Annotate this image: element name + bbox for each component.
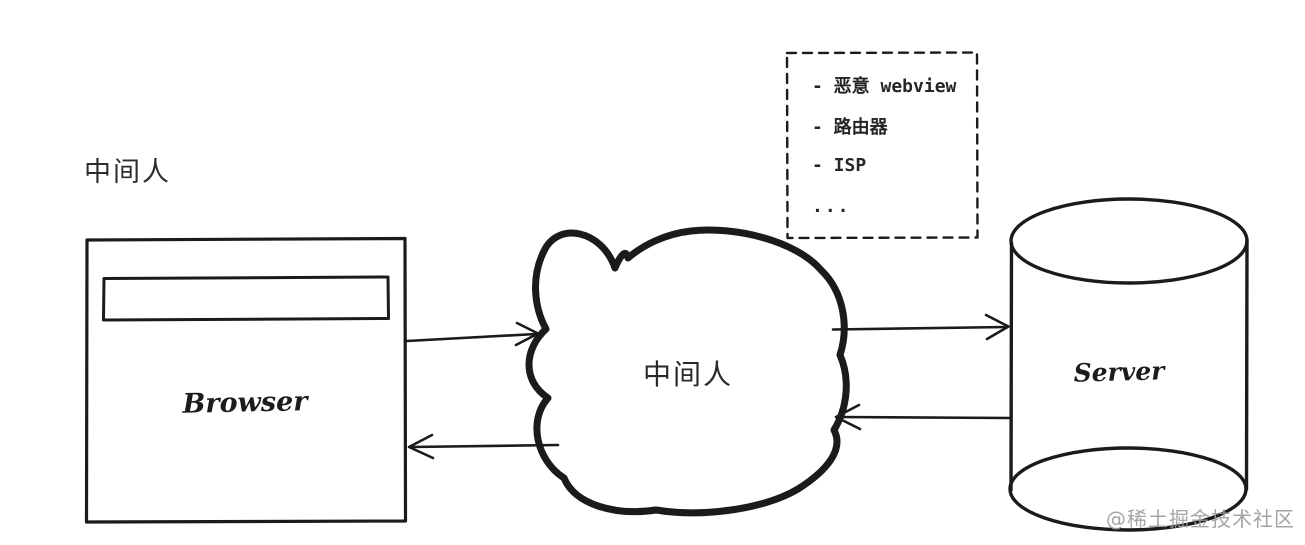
arrow-mitm-to-server bbox=[831, 313, 1010, 341]
server-node-label: Server bbox=[1073, 356, 1165, 388]
mitm-cloud-label: 中间人 bbox=[642, 358, 734, 391]
server-cylinder-right-side bbox=[1244, 239, 1249, 491]
browser-address-bar bbox=[102, 275, 390, 322]
browser-node-label: Browser bbox=[182, 386, 308, 420]
diagram-title: 中间人 bbox=[84, 157, 171, 188]
server-cylinder-bottom bbox=[1008, 446, 1248, 532]
server-cylinder bbox=[1008, 197, 1249, 532]
mitm-example-router: - 路由器 bbox=[812, 117, 888, 138]
arrow-browser-to-mitm bbox=[405, 321, 540, 347]
server-cylinder-left-side bbox=[1009, 241, 1014, 492]
mitm-examples-box bbox=[785, 51, 979, 240]
mitm-cloud-shape bbox=[525, 226, 850, 517]
juejin-watermark: @稀土掘金技术社区 bbox=[1106, 507, 1295, 531]
arrow-mitm-to-browser bbox=[407, 433, 560, 460]
mitm-example-ellipsis: ... bbox=[812, 196, 851, 217]
mitm-example-isp: - ISP bbox=[812, 155, 867, 176]
mitm-example-malicious-webview: - 恶意 webview bbox=[812, 76, 957, 97]
server-cylinder-top bbox=[1009, 197, 1249, 285]
arrow-server-to-mitm bbox=[834, 403, 1013, 431]
browser-box bbox=[84, 236, 408, 524]
